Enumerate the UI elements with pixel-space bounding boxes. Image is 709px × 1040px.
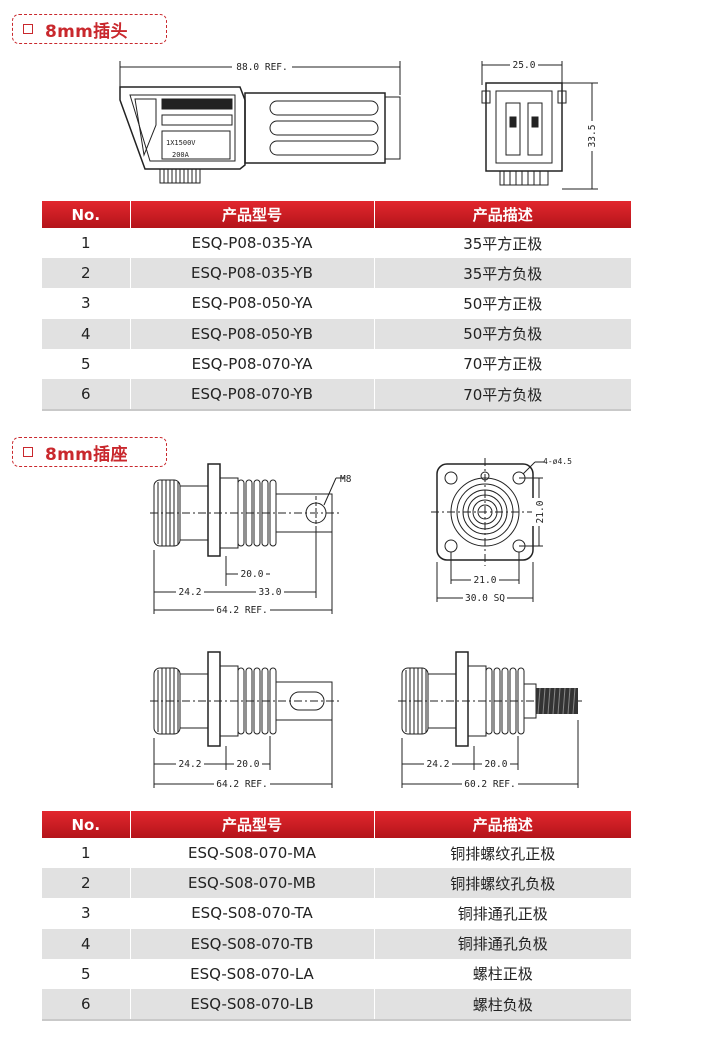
cell-model: ESQ-P08-035-YB <box>130 258 375 289</box>
plug-spec-table: No. 产品型号 产品描述 1 ESQ-P08-035-YA 35平方正极 2 … <box>42 201 631 412</box>
cell-no: 3 <box>42 288 131 319</box>
section-title-socket: 8mm插座 <box>12 437 167 467</box>
col-header-model: 产品型号 <box>130 201 375 228</box>
cell-model: ESQ-S08-070-LB <box>130 988 375 1022</box>
dim-21-0-vertical: 21.0 <box>535 500 546 523</box>
cell-model: ESQ-S08-070-LA <box>130 958 375 989</box>
cell-no: 5 <box>42 958 131 989</box>
col-header-no: No. <box>42 811 131 838</box>
table-row: 1 ESQ-P08-035-YA 35平方正极 <box>42 228 631 259</box>
cell-desc: 50平方负极 <box>374 318 631 349</box>
cell-desc: 35平方负极 <box>374 258 631 289</box>
cell-desc: 铜排螺纹孔负极 <box>374 868 631 899</box>
section-title-plug: 8mm插头 <box>12 14 167 44</box>
socket-side-drawing-stud: 24.2 20.0 60.2 REF. <box>388 648 598 796</box>
dim-plug-height: 33.5 <box>587 125 598 148</box>
plug-side-drawing: 88.0 REF. 1X1500V 200A <box>110 55 420 195</box>
col-header-no: No. <box>42 201 131 228</box>
cell-model: ESQ-P08-050-YA <box>130 288 375 319</box>
dim-24-2: 24.2 <box>179 759 202 770</box>
checkbox-square-icon <box>23 447 33 457</box>
table-row: 2 ESQ-P08-035-YB 35平方负极 <box>42 258 631 289</box>
cell-desc: 螺柱正极 <box>374 958 631 989</box>
cell-model: ESQ-S08-070-TB <box>130 928 375 959</box>
dim-24-2: 24.2 <box>427 759 450 770</box>
col-header-desc: 产品描述 <box>374 201 631 228</box>
table-header-row: No. 产品型号 产品描述 <box>42 201 631 228</box>
dim-33-0: 33.0 <box>259 587 282 598</box>
table-row: 6 ESQ-S08-070-LB 螺柱负极 <box>42 988 631 1022</box>
cell-model: ESQ-S08-070-MB <box>130 868 375 899</box>
dim-30-sq: 30.0 SQ <box>465 593 505 604</box>
section-title-text: 8mm插座 <box>45 444 128 465</box>
cell-desc: 50平方正极 <box>374 288 631 319</box>
cell-model: ESQ-P08-035-YA <box>130 228 375 259</box>
cell-desc: 铜排通孔正极 <box>374 898 631 929</box>
cell-desc: 70平方负极 <box>374 378 631 412</box>
col-header-model: 产品型号 <box>130 811 375 838</box>
cell-model: ESQ-P08-070-YB <box>130 378 375 412</box>
cell-no: 6 <box>42 988 131 1022</box>
table-row: 2 ESQ-S08-070-MB 铜排螺纹孔负极 <box>42 868 631 899</box>
dim-holes-4x4-5: 4-ø4.5 <box>543 457 572 466</box>
table-row: 5 ESQ-P08-070-YA 70平方正极 <box>42 348 631 379</box>
cell-desc: 35平方正极 <box>374 228 631 259</box>
dim-plug-length: 88.0 REF. <box>236 62 287 73</box>
dim-20-0: 20.0 <box>237 759 260 770</box>
socket-side-drawing-m8: M8 20.0 24.2 33.0 64.2 REF. <box>140 458 370 623</box>
col-header-desc: 产品描述 <box>374 811 631 838</box>
dim-thread-m8: M8 <box>340 474 352 485</box>
section-title-text: 8mm插头 <box>45 21 128 42</box>
table-header-row: No. 产品型号 产品描述 <box>42 811 631 838</box>
table-row: 5 ESQ-S08-070-LA 螺柱正极 <box>42 958 631 989</box>
dim-60-2-ref: 60.2 REF. <box>464 779 515 790</box>
table-row: 3 ESQ-P08-050-YA 50平方正极 <box>42 288 631 319</box>
cell-no: 6 <box>42 378 131 412</box>
cell-no: 1 <box>42 838 131 869</box>
socket-side-drawing-through: 24.2 20.0 64.2 REF. <box>140 648 360 796</box>
dim-20-0: 20.0 <box>241 569 264 580</box>
dim-21-0-horizontal: 21.0 <box>474 575 497 586</box>
cell-no: 3 <box>42 898 131 929</box>
cell-model: ESQ-S08-070-MA <box>130 838 375 869</box>
cell-no: 1 <box>42 228 131 259</box>
cell-no: 4 <box>42 318 131 349</box>
cell-desc: 铜排通孔负极 <box>374 928 631 959</box>
plate-rating-current: 200A <box>172 151 190 159</box>
cell-model: ESQ-P08-050-YB <box>130 318 375 349</box>
dim-24-2: 24.2 <box>179 587 202 598</box>
cell-model: ESQ-P08-070-YA <box>130 348 375 379</box>
cell-model: ESQ-S08-070-TA <box>130 898 375 929</box>
table-row: 3 ESQ-S08-070-TA 铜排通孔正极 <box>42 898 631 929</box>
cell-no: 4 <box>42 928 131 959</box>
cell-no: 2 <box>42 868 131 899</box>
plate-rating-voltage: 1X1500V <box>166 139 196 147</box>
dim-64-2-ref: 64.2 REF. <box>216 779 267 790</box>
dim-plug-width: 25.0 <box>513 60 536 71</box>
cell-desc: 铜排螺纹孔正极 <box>374 838 631 869</box>
dim-20-0: 20.0 <box>485 759 508 770</box>
plug-front-drawing: 25.0 33.5 <box>470 55 610 195</box>
table-row: 4 ESQ-P08-050-YB 50平方负极 <box>42 318 631 349</box>
dim-64-2-ref: 64.2 REF. <box>216 605 267 616</box>
cell-desc: 螺柱负极 <box>374 988 631 1022</box>
table-row: 4 ESQ-S08-070-TB 铜排通孔负极 <box>42 928 631 959</box>
checkbox-square-icon <box>23 24 33 34</box>
table-row: 6 ESQ-P08-070-YB 70平方负极 <box>42 378 631 412</box>
socket-spec-table: No. 产品型号 产品描述 1 ESQ-S08-070-MA 铜排螺纹孔正极 2… <box>42 811 631 1022</box>
socket-front-drawing: 4-ø4.5 21.0 21.0 30.0 SQ <box>425 452 575 612</box>
cell-desc: 70平方正极 <box>374 348 631 379</box>
table-row: 1 ESQ-S08-070-MA 铜排螺纹孔正极 <box>42 838 631 869</box>
cell-no: 2 <box>42 258 131 289</box>
cell-no: 5 <box>42 348 131 379</box>
